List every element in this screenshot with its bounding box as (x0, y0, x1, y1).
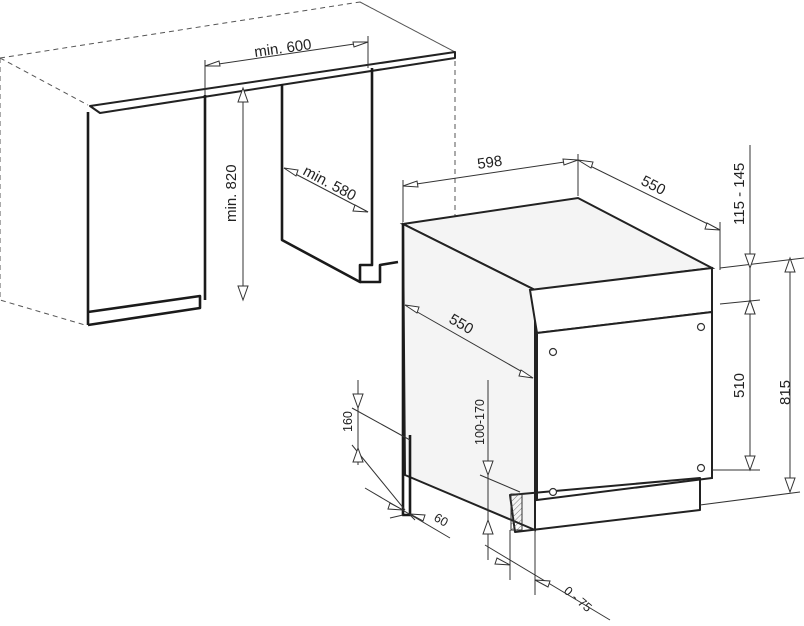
dimension-plinth-height: 160 (341, 380, 411, 511)
dimension-niche-height: min. 820 (223, 86, 249, 302)
door-hole-bottom-left (548, 487, 558, 497)
feet-adjust-label: 0 - 75 (561, 584, 595, 615)
plinth-step (401, 224, 412, 517)
dimension-plinth-height-range: 100-170 (473, 380, 521, 560)
total-height-label: 815 (777, 380, 794, 405)
foot-hatched (510, 493, 523, 531)
dimension-total-height: 815 (699, 256, 801, 506)
niche-back-wall (280, 68, 374, 284)
door-hole-bottom-right (696, 463, 706, 473)
door-panel-height-label: 510 (731, 373, 748, 398)
dimension-niche-depth: min. 580 (283, 163, 369, 213)
niche-dashed-outline (0, 1, 456, 326)
dishwasher (399, 196, 716, 533)
dishwasher-door (536, 310, 713, 502)
niche-floor-step (360, 260, 399, 284)
dimension-panel-height-range: 115 - 145 (719, 145, 804, 315)
appliance-depth-top-label: 550 (638, 172, 668, 199)
countertop (89, 51, 456, 114)
dimension-feet-adjust: 0 - 75 (484, 530, 611, 621)
kitchen-niche (0, 1, 456, 327)
dimension-plinth-depth: 60 (364, 487, 451, 539)
niche-depth-label: min. 580 (300, 163, 359, 205)
niche-height-label: min. 820 (223, 164, 240, 222)
dimension-appliance-width: 598 (402, 153, 579, 222)
left-cabinet (86, 112, 202, 327)
plinth-height-range-label: 100-170 (473, 399, 487, 445)
dimension-door-panel-height: 510 (712, 298, 760, 472)
appliance-width-label: 598 (476, 153, 503, 173)
niche-width-label: min. 600 (253, 36, 312, 61)
plinth-height-label: 160 (341, 411, 355, 432)
panel-height-range-label: 115 - 145 (731, 163, 748, 225)
plinth-depth-label: 60 (432, 510, 451, 529)
door-hole-top-right (696, 322, 706, 332)
door-hole-top-left (548, 347, 558, 357)
